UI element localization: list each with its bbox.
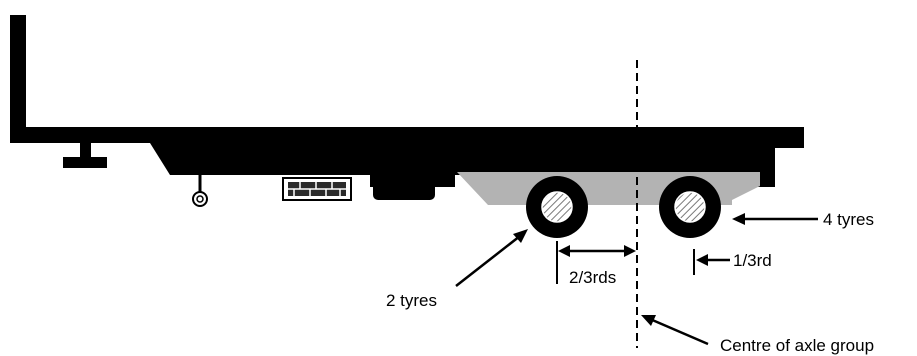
landing-leg-foot bbox=[63, 157, 107, 168]
two-thirds-label: 2/3rds bbox=[569, 268, 616, 287]
headboard-post bbox=[10, 15, 26, 139]
four-tyres-arrowhead bbox=[732, 213, 745, 225]
centre-label: Centre of axle group bbox=[720, 336, 874, 355]
centre-arrowhead bbox=[641, 315, 656, 326]
one-third-arrowhead bbox=[696, 254, 708, 266]
landing-leg bbox=[80, 143, 91, 158]
spare-wheel bbox=[373, 178, 435, 200]
two-tyres-arrow bbox=[455, 235, 521, 287]
one-third-label: 1/3rd bbox=[733, 251, 772, 270]
toolbox bbox=[282, 177, 352, 201]
two-tyres-arrowhead bbox=[513, 229, 528, 243]
centre-arrow bbox=[649, 317, 709, 346]
four-tyres-label: 4 tyres bbox=[823, 210, 874, 229]
two-thirds-right-arrowhead bbox=[624, 245, 636, 257]
two-tyres-label: 2 tyres bbox=[386, 291, 437, 310]
two-thirds-left-arrowhead bbox=[558, 245, 570, 257]
rear-wheel bbox=[659, 176, 721, 238]
tow-eye-hole bbox=[196, 195, 204, 203]
front-wheel bbox=[526, 176, 588, 238]
